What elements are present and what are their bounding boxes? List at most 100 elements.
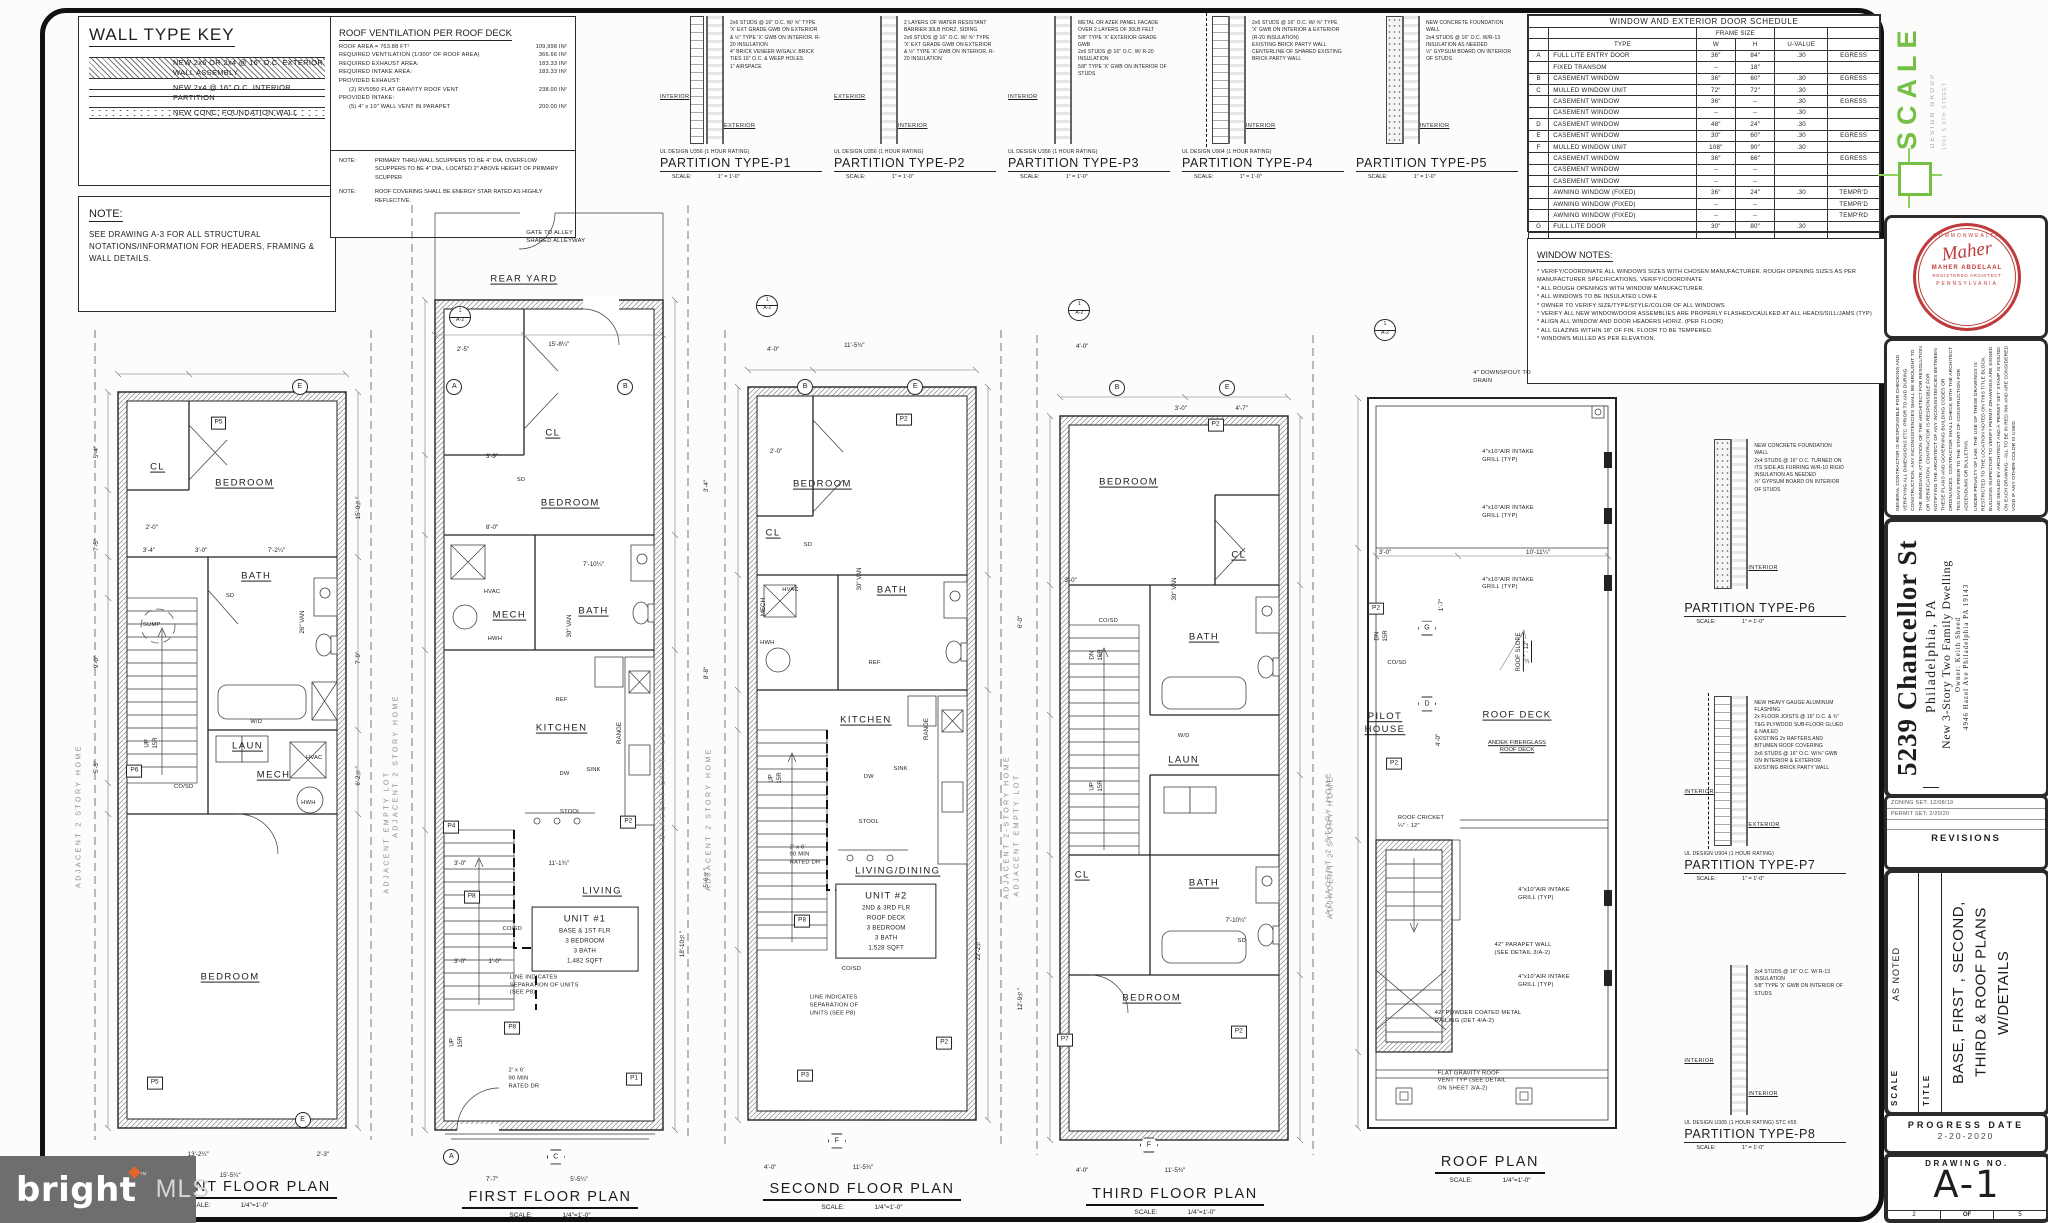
issue-row: PERMIT SET: 2/20/20: [1887, 809, 2045, 820]
plan-label: BATH: [1188, 631, 1220, 643]
plan-label: CL: [150, 461, 166, 473]
plan-label: HWH: [301, 799, 316, 806]
plan-label: 4″x10″AIR INTAKE GRILL (TYP): [1518, 974, 1570, 989]
plan-label: BEDROOM: [215, 477, 275, 489]
plan-label: 6′-2½″: [354, 765, 362, 786]
plan-label: ADJACENT EMPTY LOT: [382, 770, 390, 894]
plan-label: RANGE: [922, 718, 930, 741]
stud-insulation-strip: [880, 16, 898, 144]
plan-label: B: [797, 379, 813, 396]
plan-label: P5: [146, 1076, 163, 1090]
wall-type-key-box: WALL TYPE KEY NEW 2x6 OR 2x4 @ 16″ O.C. …: [78, 16, 336, 186]
plan-label: 4″x10″AIR INTAKE GRILL (TYP): [1518, 886, 1570, 901]
plan-label: 11′-5¾″: [852, 1163, 874, 1171]
plan-label: CL: [1074, 869, 1090, 881]
schedule-row: FIXED TRANSOM-- 18″: [1527, 61, 1880, 74]
plan-label: UP 15R: [1088, 780, 1104, 792]
wall-type-label: NEW 2x6 OR 2x4 @ 16″ O.C. EXTERIOR WALL …: [173, 58, 324, 78]
plan-label: 4′-0″: [1076, 1167, 1089, 1175]
wall-swatch-icon: [89, 88, 163, 98]
side-label: INTERIOR: [1420, 122, 1450, 129]
plan-label: 4′-0″: [766, 346, 780, 354]
plan-label: 11′-5¾″: [1164, 1167, 1186, 1175]
plan-label: PILOT HOUSE: [1364, 710, 1406, 735]
plan-label: 4″x10″AIR INTAKE GRILL (TYP): [1482, 449, 1534, 464]
plan-label: A: [443, 1148, 460, 1165]
plan-label: 10′-11¼″: [1526, 548, 1550, 556]
plan-label: 5′-5¼″: [570, 1176, 588, 1184]
plan-label: ADJACENT 2 STORY HOME: [392, 694, 400, 838]
plan-label: 3′-0″: [194, 546, 208, 554]
ul-rating: UL DESIGN U904 (1 HOUR RATING): [1182, 149, 1272, 155]
plan-label: 4′-0″: [1434, 733, 1442, 746]
plan-label: 18′-10½″: [679, 930, 687, 957]
roof-ventilation-box: ROOF VENTILATION PER ROOF DECK ROOF AREA…: [330, 16, 576, 156]
plan-label: 3′-4″: [142, 546, 156, 554]
plan-label: ADJACENT 2 STORY HOME: [705, 747, 713, 891]
plan-label: 2′-3″: [316, 1150, 330, 1158]
window-note: * WINDOWS MULLED AS PER ELEVATION.: [1537, 336, 1656, 343]
plan-label: DN 15R: [1088, 649, 1104, 661]
wall-type-key-title: WALL TYPE KEY: [89, 25, 235, 47]
schedule-row: CASEMENT WINDOW-- --.30: [1527, 106, 1880, 120]
revisions-label: REVISIONS: [1931, 833, 2001, 844]
plan-label: 30″ VAN: [566, 614, 574, 638]
first-floor-plan-drawing: [411, 205, 689, 1140]
plan-label: STOOL: [858, 819, 880, 826]
window-note: * VERIFY/COORDINATE ALL WINDOWS SIZES WI…: [1537, 269, 1857, 284]
stud-insulation-strip: [1402, 16, 1420, 144]
sheet-border: [40, 8, 1884, 1222]
window-door-schedule: WINDOW AND EXTERIOR DOOR SCHEDULE FRAME …: [1527, 14, 1881, 245]
wall-type-key-item: NEW 2x6 OR 2x4 @ 16″ O.C. EXTERIOR WALL …: [89, 57, 325, 80]
contractor-disclaimer: GENERAL CONTRACTOR IS RESPONSIBLE FOR CH…: [1896, 346, 1970, 511]
partition-detail-card: INTERIOR 2x6 STUDS @ 16″ O.C. W/ ⅝″ TYPE…: [1182, 13, 1344, 228]
plan-label: REAR YARD: [490, 273, 558, 285]
second-floor-plan-drawing: [724, 330, 1002, 1145]
plan-label: 3′-4″: [702, 479, 710, 492]
plan-label: P5: [210, 416, 227, 430]
plan-label: 4″ DOWNSPOUT TO DRAIN: [1473, 370, 1531, 384]
plan-label: W/D: [250, 718, 263, 725]
note-title: NOTE:: [89, 208, 123, 222]
project-city: Philadelphia, PA: [1923, 526, 1939, 788]
plan-label: CO/SD: [174, 783, 194, 790]
plan-label: CL: [1231, 549, 1247, 561]
plan-label: SD: [1237, 937, 1246, 944]
issue-row-empty: [1887, 820, 2045, 830]
ul-rating: UL DESIGN U356 (1 HOUR RATING): [660, 149, 750, 155]
wall-swatch-icon: [89, 63, 163, 73]
plan-label: STOOL: [560, 808, 581, 815]
roof-vent-row: PROVIDED EXHAUST:: [339, 77, 401, 84]
plan-label: 4′-0″: [764, 1163, 777, 1171]
window-notes-title: WINDOW NOTES:: [1537, 250, 1613, 262]
plan-label: P7: [1056, 1033, 1073, 1047]
wall-material-strip: [690, 16, 704, 144]
plan-label: 7′-2¼″: [267, 546, 286, 554]
plan-label: HVAC: [483, 589, 501, 596]
plan-label: 4″x10″AIR INTAKE GRILL (TYP): [1482, 505, 1534, 520]
plan-label: ADJACENT EMPTY LOT: [659, 723, 667, 847]
bright-logo: bright: [16, 1165, 141, 1210]
owner-address: 4946 Hazel Ave Philadelphia PA 19143: [1962, 583, 1970, 731]
plan-label: 3′-0″: [1378, 548, 1392, 556]
plan-label: P2: [936, 1036, 953, 1050]
plan-label: 1 A-2: [449, 306, 472, 329]
mls-logo-text: MLS: [155, 1175, 210, 1203]
side-label: INTERIOR: [1246, 122, 1276, 129]
drawing-number-box: DRAWING NO. A-1 2 OF 5: [1884, 1153, 2048, 1223]
plan-label: B: [1109, 380, 1125, 397]
plan-label: FLAT GRAVITY ROOF VENT TYP (SEE DETAIL O…: [1437, 1069, 1507, 1092]
plan-label: 42″ POWDER COATED METAL RAILING (DET 4/A…: [1434, 1010, 1522, 1024]
plan-label: P2: [1386, 757, 1402, 770]
structural-note-box: NOTE: SEE DRAWING A-3 FOR ALL STRUCTURAL…: [78, 196, 336, 312]
plan-label: KITCHEN: [535, 722, 588, 734]
plan-label: B: [617, 379, 634, 396]
drawing-number: A-1: [1933, 1163, 2001, 1206]
schedule-row: AWNING WINDOW (FIXED)-- --TEMPR'D: [1527, 197, 1880, 211]
plan-label: E: [291, 378, 308, 395]
